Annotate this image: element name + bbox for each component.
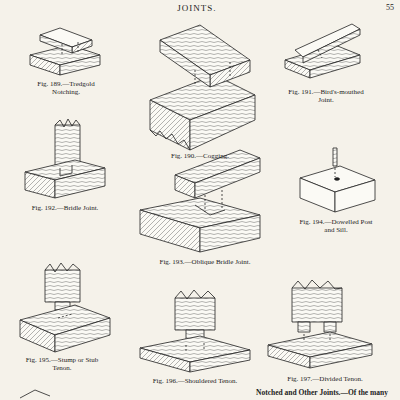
- figure-caption: Fig. 193.—Oblique Bridle Joint.: [150, 258, 260, 266]
- page-number: 55: [372, 3, 394, 13]
- figure-caption: Fig. 192.—Bridle Joint.: [20, 204, 110, 212]
- partial-drawing: [20, 390, 50, 398]
- figure-caption: Fig. 194.—Dowelled Post and Sill.: [298, 218, 374, 234]
- oblique-bridle-joint-drawing: [140, 150, 260, 252]
- figure-caption: Fig. 196.—Shouldered Tenon.: [140, 377, 250, 385]
- cogging-drawing: [150, 25, 255, 150]
- dowelled-post-and-sill-drawing: [300, 148, 375, 212]
- stub-tenon-drawing: [20, 263, 110, 352]
- figure-caption: Fig. 189.—Tredgold Notching.: [28, 80, 104, 96]
- tredgold-notching-drawing: [30, 28, 100, 75]
- figure-caption: Fig. 197.—Divided Tenon.: [275, 375, 375, 383]
- figure-caption: Fig. 195.—Stump or Stub Tenon.: [16, 356, 108, 372]
- divided-tenon-drawing: [268, 280, 372, 368]
- shouldered-tenon-drawing: [140, 290, 250, 372]
- figure-caption: Fig. 190.—Cogging.: [160, 152, 240, 160]
- figure-caption: Fig. 191.—Bird's-mouthed Joint.: [280, 88, 372, 104]
- bridle-joint-drawing: [25, 119, 105, 198]
- body-text: Notched and Other Joints.—Of the many: [256, 388, 396, 397]
- running-head: JOINTS.: [0, 3, 397, 13]
- birds-mouthed-joint-drawing: [285, 24, 360, 78]
